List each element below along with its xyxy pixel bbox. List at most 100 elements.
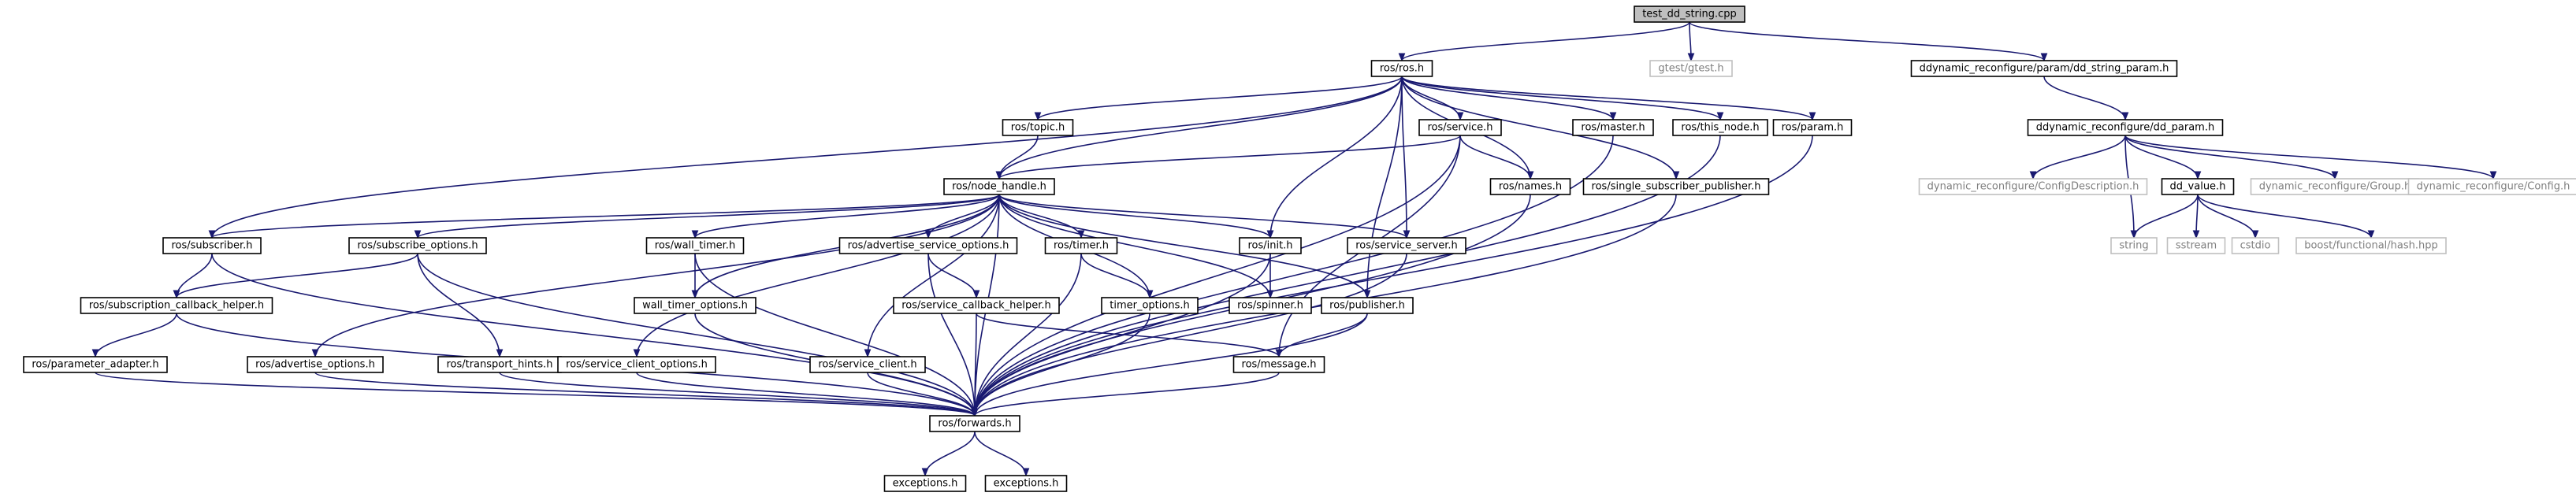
edge-timer-to-fwd xyxy=(971,253,1082,417)
edge-arrowhead xyxy=(2121,112,2129,121)
node-label: ros/timer.h xyxy=(1054,240,1109,252)
edge-arrowhead xyxy=(496,349,504,358)
edge-line xyxy=(998,135,1461,180)
edge-arrowhead xyxy=(864,349,872,358)
edge-nh-to-subopt xyxy=(414,194,1000,239)
node-ros-init-h[interactable]: ros/init.h xyxy=(1239,237,1302,254)
node-label: ros/this_node.h xyxy=(1681,122,1759,134)
edge-sub-to-fwd xyxy=(211,253,979,417)
node-ros-parameter-adapter-h[interactable]: ros/parameter_adapter.h xyxy=(23,356,168,373)
edge-ros-to-topic xyxy=(1034,76,1403,121)
edge-timer-to-topt xyxy=(1080,253,1154,299)
edge-arrowhead xyxy=(2192,230,2200,239)
edge-subopt-to-subcb xyxy=(173,253,418,299)
node-exceptions-h-2[interactable]: exceptions.h xyxy=(984,475,1068,492)
node-label: string xyxy=(2119,240,2148,252)
edge-arrowhead xyxy=(2130,230,2138,239)
node-ros-service-client-h[interactable]: ros/service_client.h xyxy=(809,356,926,373)
node-dd-param-h[interactable]: ddynamic_reconfigure/dd_param.h xyxy=(2027,119,2224,136)
edge-line xyxy=(974,135,1614,417)
edge-arrowhead xyxy=(2251,230,2259,239)
node-ros-service-server-h[interactable]: ros/service_server.h xyxy=(1347,237,1466,254)
edge-scopt-to-fwd xyxy=(636,372,979,417)
edge-line xyxy=(1080,253,1150,298)
edge-line xyxy=(974,431,1027,476)
edge-line xyxy=(924,431,976,476)
node-label: dd_value.h xyxy=(2170,181,2226,193)
edge-ddvalue-to-cstdio xyxy=(2197,194,2259,239)
edge-nh-to-pub xyxy=(998,194,1371,299)
edge-line xyxy=(314,194,1000,357)
edge-master-to-fwd xyxy=(971,135,1614,417)
edge-arrowhead xyxy=(311,349,319,358)
edge-line xyxy=(998,194,1271,239)
edge-test-to-gtest xyxy=(1687,21,1695,62)
node-label: sstream xyxy=(2176,240,2217,252)
node-ros-advertise-options-h[interactable]: ros/advertise_options.h xyxy=(247,356,384,373)
edge-thisnode-to-fwd xyxy=(971,135,1721,417)
node-ros-subscription-callback-helper-h[interactable]: ros/subscription_callback_helper.h xyxy=(80,297,273,314)
node-label: ros/node_handle.h xyxy=(952,181,1046,193)
edge-nh-to-scopt xyxy=(633,194,1000,358)
edge-ros-to-master xyxy=(1401,76,1617,121)
edge-line xyxy=(976,313,1280,357)
node-label: ros/init.h xyxy=(1247,240,1292,252)
node-label: ros/service_client.h xyxy=(818,359,916,371)
node-ros-forwards-h[interactable]: ros/forwards.h xyxy=(929,415,1020,432)
node-ros-wall-timer-h[interactable]: ros/wall_timer.h xyxy=(645,237,745,254)
edge-advopt-to-fwd xyxy=(314,372,979,417)
node-dd-value-h[interactable]: dd_value.h xyxy=(2161,178,2235,195)
node-sstream: sstream xyxy=(2166,237,2226,254)
node-layer: test_dd_string.cpp ros/ros.h gtest/gtest… xyxy=(23,6,2576,492)
node-label: dynamic_reconfigure/ConfigDescription.h xyxy=(1927,181,2139,193)
edge-line xyxy=(417,194,1000,239)
node-ros-message-h[interactable]: ros/message.h xyxy=(1232,356,1325,373)
node-ros-param-h[interactable]: ros/param.h xyxy=(1772,119,1853,136)
edge-arrowhead xyxy=(1526,171,1534,180)
edge-ros-to-init xyxy=(1266,76,1403,239)
edge-arrowhead xyxy=(972,290,980,299)
edge-arrowhead xyxy=(1687,53,1695,62)
node-dd-string-param-h[interactable]: ddynamic_reconfigure/param/dd_string_par… xyxy=(1910,60,2178,77)
node-ros-topic-h[interactable]: ros/topic.h xyxy=(1002,119,1074,136)
node-exceptions-h-1[interactable]: exceptions.h xyxy=(883,475,967,492)
node-ros-service-callback-helper-h[interactable]: ros/service_callback_helper.h xyxy=(893,297,1060,314)
edge-arrowhead xyxy=(2029,171,2037,180)
node-wall-timer-options-h[interactable]: wall_timer_options.h xyxy=(634,297,756,314)
node-ros-master-h[interactable]: ros/master.h xyxy=(1572,119,1654,136)
edge-line xyxy=(2043,76,2126,120)
node-gtest-h: gtest/gtest.h xyxy=(1649,60,1733,77)
node-label: ddynamic_reconfigure/dd_param.h xyxy=(2036,122,2214,134)
node-string: string xyxy=(2110,237,2158,254)
node-ros-names-h[interactable]: ros/names.h xyxy=(1489,178,1571,195)
node-ros-service-client-options-h[interactable]: ros/service_client_options.h xyxy=(557,356,716,373)
edge-test-to-ddsp xyxy=(1689,21,2048,62)
node-test-dd-string-cpp[interactable]: test_dd_string.cpp xyxy=(1634,6,1745,23)
edge-line xyxy=(867,372,976,417)
edge-line xyxy=(176,253,213,298)
node-ros-advertise-service-options-h[interactable]: ros/advertise_service_options.h xyxy=(838,237,1018,254)
node-label: wall_timer_options.h xyxy=(642,300,748,312)
edge-ros-to-param xyxy=(1401,76,1816,121)
edge-line xyxy=(1401,76,1407,239)
node-ros-subscribe-options-h[interactable]: ros/subscribe_options.h xyxy=(348,237,487,254)
node-ros-publisher-h[interactable]: ros/publisher.h xyxy=(1321,297,1414,314)
edge-arrowhead xyxy=(2194,171,2202,180)
node-ros-node-handle-h[interactable]: ros/node_handle.h xyxy=(943,178,1055,195)
node-timer-options-h[interactable]: timer_options.h xyxy=(1101,297,1199,314)
node-ros-spinner-h[interactable]: ros/spinner.h xyxy=(1229,297,1312,314)
edge-ddsp-to-ddparam xyxy=(2043,76,2129,121)
node-ros-service-h[interactable]: ros/service.h xyxy=(1418,119,1502,136)
node-cstdio: cstdio xyxy=(2231,237,2280,254)
edge-line xyxy=(1269,76,1403,239)
node-ros-timer-h[interactable]: ros/timer.h xyxy=(1044,237,1118,254)
node-config-h: dynamic_reconfigure/Config.h xyxy=(2407,178,2576,195)
node-ros-this-node-h[interactable]: ros/this_node.h xyxy=(1672,119,1768,136)
node-ros-ros-h[interactable]: ros/ros.h xyxy=(1370,60,1433,77)
node-ros-single-subscriber-publisher-h[interactable]: ros/single_subscriber_publisher.h xyxy=(1582,178,1770,195)
node-ros-subscriber-h[interactable]: ros/subscriber.h xyxy=(162,237,262,254)
node-ros-transport-hints-h[interactable]: ros/transport_hints.h xyxy=(437,356,562,373)
edge-arrowhead xyxy=(173,290,180,299)
edge-line xyxy=(974,313,1368,417)
edge-arrowhead xyxy=(1609,112,1617,121)
